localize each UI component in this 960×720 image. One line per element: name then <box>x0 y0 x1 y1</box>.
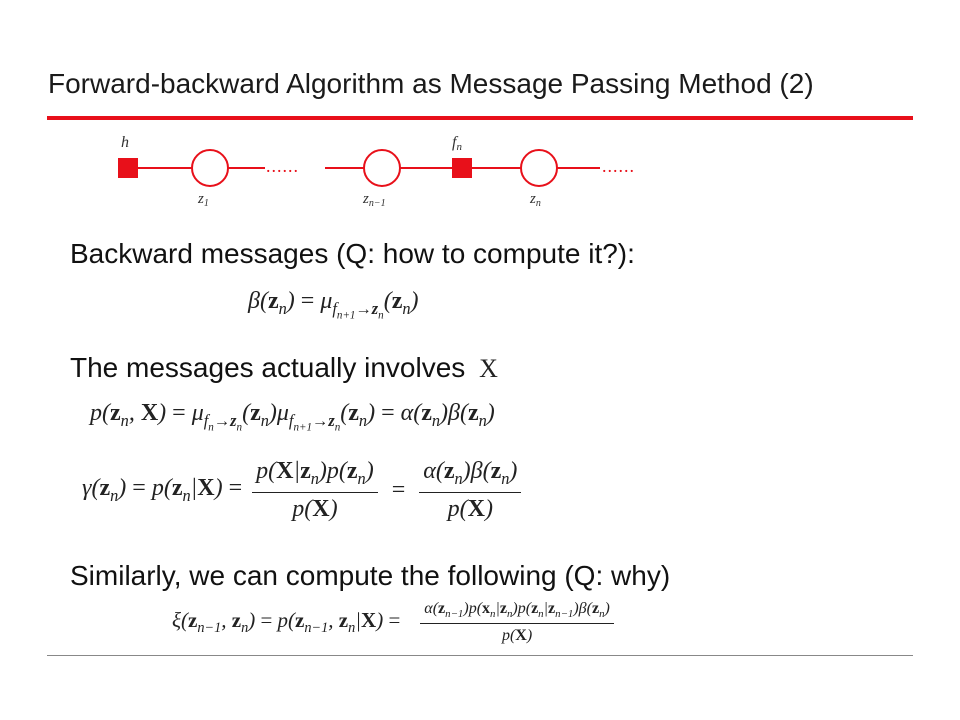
factor-graph-diagram: ...... ...... h fn z1 zn−1 zn <box>118 134 635 209</box>
xi-equation: ξ(zn−1, zn) = p(zn−1, zn|X) = α(zn−1)p(x… <box>172 600 620 645</box>
factor-node-fn <box>452 158 472 178</box>
title-underline <box>47 116 913 120</box>
dots-right: ...... <box>602 156 635 176</box>
label-zn: zn <box>529 191 541 209</box>
joint-equation: p(zn, X) = μfn→zn(zn)μfn+1→zn(zn) = α(zn… <box>90 400 495 434</box>
dots-left: ...... <box>266 156 299 176</box>
variable-node-zn <box>520 149 558 187</box>
variable-node-zn1 <box>363 149 401 187</box>
X-symbol: X <box>479 354 498 383</box>
slide-title: Forward-backward Algorithm as Message Pa… <box>48 68 814 99</box>
beta-equation: β(zn) = μfn+1→zn(zn) <box>248 288 419 322</box>
factor-node-h <box>118 158 138 178</box>
label-h: h <box>121 134 129 151</box>
backward-messages-text: Backward messages (Q: how to compute it?… <box>70 238 635 269</box>
bottom-divider <box>47 655 913 656</box>
variable-node-z1 <box>191 149 229 187</box>
similarly-text: Similarly, we can compute the following … <box>70 560 671 591</box>
gamma-equation: γ(zn) = p(zn|X) = p(X|zn)p(zn) p(X) = α(… <box>82 458 527 523</box>
label-zn1: zn−1 <box>362 191 386 209</box>
label-z1: z1 <box>197 191 209 209</box>
involves-text: The messages actually involves X <box>70 352 498 383</box>
label-fn: fn <box>452 134 462 153</box>
